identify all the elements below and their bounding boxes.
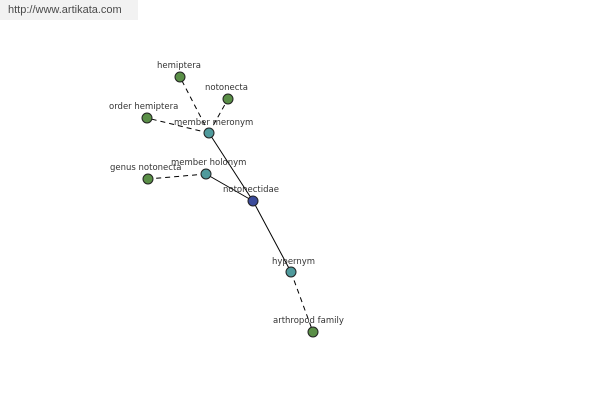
node-member-holonym[interactable] — [200, 168, 212, 180]
edge-notonectidae-to-hypernym — [252, 200, 292, 273]
edge-member-holonym-to-genus-notonecta — [147, 173, 207, 180]
node-label-member-holonym[interactable]: member holonym — [171, 158, 246, 168]
watermark-bar: http://www.artikata.com — [0, 0, 138, 20]
edge-hypernym-to-arthropod-family — [290, 271, 314, 333]
node-label-genus-notonecta[interactable]: genus notonecta — [110, 163, 181, 173]
node-notonecta[interactable] — [222, 93, 234, 105]
edge-member-meronym-to-notonecta — [208, 98, 229, 134]
edges-layer — [146, 76, 314, 333]
node-arthropod-family[interactable] — [307, 326, 319, 338]
node-member-meronym[interactable] — [203, 127, 215, 139]
node-order-hemiptera[interactable] — [141, 112, 153, 124]
node-hypernym[interactable] — [285, 266, 297, 278]
node-hemiptera[interactable] — [174, 71, 186, 83]
watermark-url[interactable]: http://www.artikata.com — [8, 4, 122, 16]
node-label-member-meronym[interactable]: member meronym — [174, 118, 253, 128]
node-label-arthropod-family[interactable]: arthropod family — [273, 316, 344, 326]
edge-notonectidae-to-member-holonym — [205, 173, 254, 202]
edge-notonectidae-to-member-meronym — [208, 132, 254, 202]
nodes-layer — [141, 71, 319, 338]
labels-layer: notonectidae member meronym member holonym… — [109, 61, 344, 326]
node-label-notonecta[interactable]: notonecta — [205, 83, 248, 93]
node-label-notonectidae[interactable]: notonectidae — [223, 185, 279, 195]
node-label-order-hemiptera[interactable]: order hemiptera — [109, 102, 178, 112]
node-label-hypernym[interactable]: hypernym — [272, 257, 315, 267]
edge-member-meronym-to-order-hemiptera — [146, 117, 210, 134]
node-notonectidae[interactable] — [247, 195, 259, 207]
node-label-hemiptera[interactable]: hemiptera — [157, 61, 201, 71]
node-genus-notonecta[interactable] — [142, 173, 154, 185]
edge-member-meronym-to-hemiptera — [179, 76, 210, 134]
